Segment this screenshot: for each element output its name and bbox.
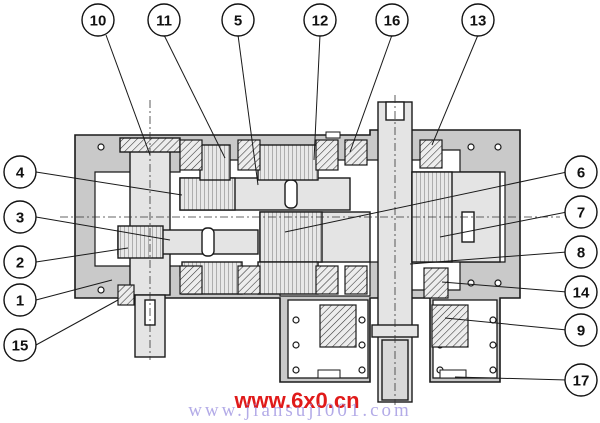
leader-lines [35,34,568,381]
svg-text:15: 15 [12,338,29,355]
callout-2: 2 [3,245,37,279]
svg-text:12: 12 [312,13,329,30]
callout-11: 11 [147,3,181,37]
callout-7: 7 [564,195,598,229]
callout-5: 5 [221,3,255,37]
intermediate-shaft-1 [117,225,259,259]
svg-text:9: 9 [577,323,585,340]
watermark-url: www.jiansuji001.com [188,400,412,421]
svg-text:16: 16 [384,13,401,30]
svg-text:7: 7 [577,205,585,222]
callout-17: 17 [564,363,598,397]
callout-1: 1 [3,283,37,317]
callout-4: 4 [3,155,37,189]
callout-12: 12 [303,3,337,37]
intermediate-shaft-2 [179,144,351,211]
svg-text:2: 2 [16,255,24,272]
svg-text:5: 5 [234,13,242,30]
svg-text:4: 4 [16,165,25,182]
svg-text:3: 3 [16,210,24,227]
svg-text:17: 17 [573,373,590,390]
svg-text:8: 8 [577,245,585,262]
intermediate-shaft-3 [181,211,371,295]
callout-6: 6 [564,155,598,189]
bearings [117,139,469,348]
callout-8: 8 [564,235,598,269]
callout-15: 15 [3,328,37,362]
seals [317,131,467,379]
svg-text:1: 1 [16,293,24,310]
center-lines [60,95,560,405]
svg-text:11: 11 [156,13,172,30]
svg-text:13: 13 [470,13,487,30]
callout-10: 10 [81,3,115,37]
svg-text:10: 10 [90,13,107,30]
watermark-site: www.6x0.cn [233,388,359,413]
callout-3: 3 [3,200,37,234]
svg-text:6: 6 [577,165,585,182]
svg-text:14: 14 [573,285,590,302]
callout-14: 14 [564,275,598,309]
callout-13: 13 [461,3,495,37]
callout-16: 16 [375,3,409,37]
callout-9: 9 [564,313,598,347]
